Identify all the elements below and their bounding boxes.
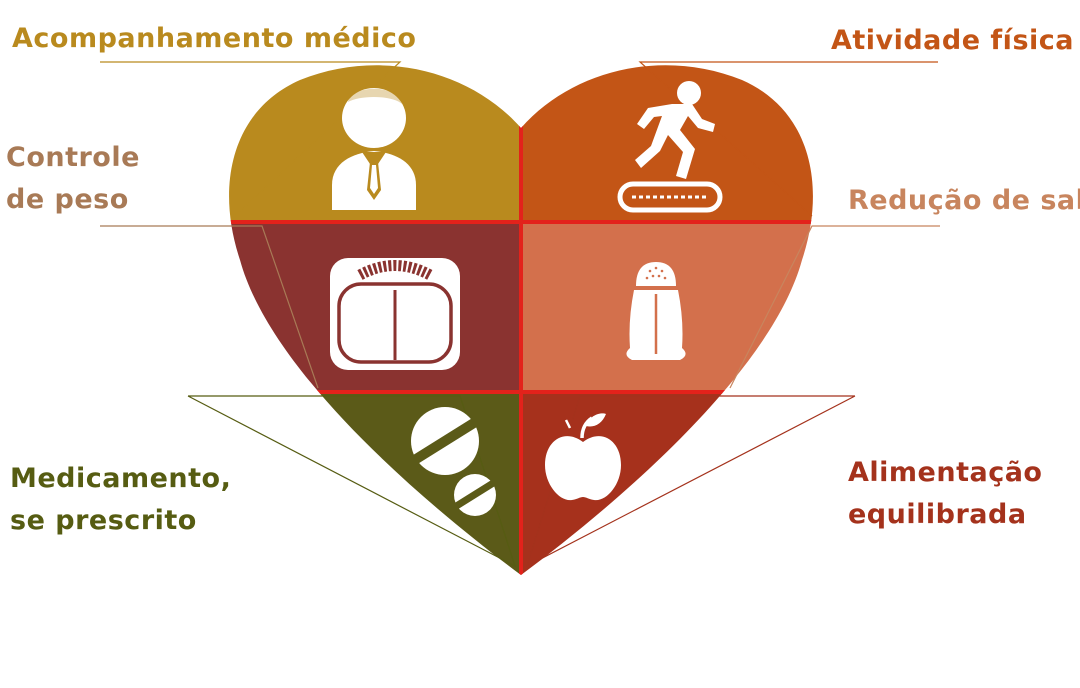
label-line: de peso [6,183,129,215]
label-line: Controle [6,142,140,173]
quadrant-activity [521,65,813,222]
label-line: Acompanhamento médico [12,23,417,54]
label-physical-activity: Atividade física [831,20,1074,62]
pills-icon [410,407,497,516]
running-treadmill-icon [617,81,723,213]
apple-icon [545,413,621,501]
label-line: Medicamento, [10,463,232,494]
connector-medical [100,61,402,217]
label-line: Redução de sal [848,185,1080,216]
label-weight-control: Controle de peso [6,137,140,221]
label-line: Atividade física [830,25,1074,56]
label-medical-followup: Acompanhamento médico [12,18,416,60]
label-salt-reduction: Redução de sal [848,180,1080,222]
connector-salt [729,225,940,389]
connector-activity [638,61,938,217]
label-medication: Medicamento, se prescrito [10,458,231,542]
connector-weight [100,225,319,389]
heart-quadrants [229,65,813,575]
label-balanced-diet: Alimentação equilibrada [848,452,1042,536]
salt-shaker-icon [626,262,686,360]
label-line: equilibrada [848,498,1027,530]
label-line: se prescrito [10,504,197,536]
doctor-icon [332,88,416,210]
label-line: Alimentação [848,457,1043,488]
scale-icon [330,258,460,370]
quadrant-salt [521,222,813,392]
